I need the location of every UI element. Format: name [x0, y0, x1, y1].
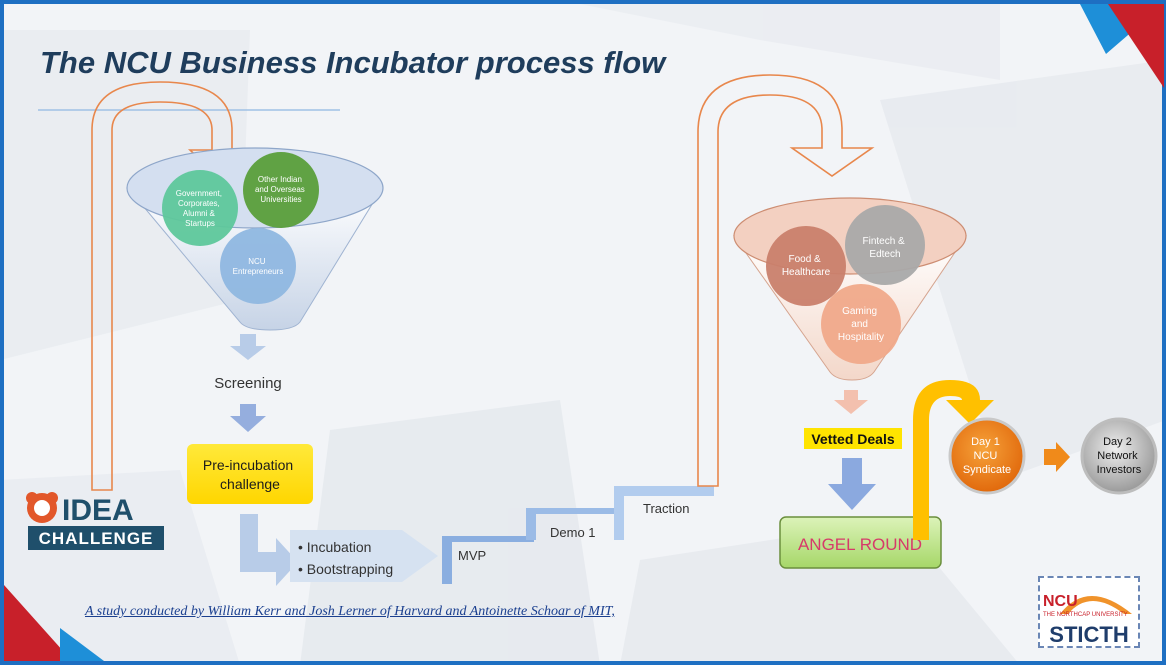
- idea-challenge-logo: IDEA CHALLENGE: [24, 486, 166, 552]
- day-arrow: [1044, 442, 1070, 472]
- day1-label: Day 1 NCU Syndicate: [963, 436, 1011, 476]
- page-title: The NCU Business Incubator process flow: [40, 45, 666, 80]
- step-traction: Traction: [643, 501, 689, 516]
- label-government-corporates: Government, Corporates, Alumni & Startup…: [176, 189, 224, 228]
- vetted-deals-label: Vetted Deals: [811, 431, 894, 447]
- pre-incubation-label: Pre-incubation challenge: [203, 457, 297, 492]
- idea-word: IDEA: [62, 494, 134, 527]
- label-fintech-edtech: Fintech & Edtech: [862, 236, 907, 260]
- right-loop-arrow: [697, 74, 875, 487]
- circle-government-corporates: [162, 170, 238, 246]
- sticth-word: STICTH: [1049, 622, 1128, 646]
- ncu-sticth-logo: NCU THE NORTHCAP UNIVERSITY STICTH: [1038, 576, 1140, 648]
- down-arrow-1: [230, 334, 266, 360]
- down-arrow-2: [230, 404, 266, 432]
- circle-other-universities: [243, 152, 319, 228]
- pre-incubation-box: [187, 444, 313, 504]
- challenge-word: CHALLENGE: [39, 529, 154, 548]
- incubation-list: • Incubation • Bootstrapping: [298, 539, 393, 577]
- study-link[interactable]: A study conducted by William Kerr and Jo…: [85, 604, 615, 619]
- right-funnel-circles: Food & Healthcare Fintech & Edtech Gamin…: [766, 205, 925, 364]
- corner-decoration-top-right-red: [1108, 4, 1164, 88]
- label-other-universities: Other Indian and Overseas Universities: [255, 175, 307, 204]
- circle-ncu-entrepreneurs: [220, 228, 296, 304]
- arc-icon: [1060, 596, 1132, 614]
- bent-arrow: [240, 514, 298, 586]
- vetted-deals-highlight: [804, 428, 902, 449]
- step-demo1: Demo 1: [550, 525, 596, 540]
- angel-round-label: ANGEL ROUND: [798, 535, 922, 554]
- step-mvp: MVP: [458, 548, 486, 563]
- corner-decoration-bottom-left-red: [4, 585, 72, 661]
- angel-round-box: [779, 516, 942, 569]
- circle-gaming-hospitality: [821, 284, 901, 364]
- lightbulb-icon: [26, 492, 58, 523]
- circle-food-healthcare: [766, 226, 846, 306]
- down-arrow-right: [834, 390, 868, 414]
- left-funnel-circles: Government, Corporates, Alumni & Startup…: [162, 152, 319, 304]
- staircase: [442, 486, 714, 584]
- day2-circle: [1080, 417, 1158, 495]
- ncu-subtitle: THE NORTHCAP UNIVERSITY: [1043, 612, 1128, 618]
- screening-label: Screening: [214, 375, 282, 392]
- label-ncu-entrepreneurs: NCU Entrepreneurs: [233, 257, 284, 276]
- corner-decoration-bottom-left-blue: [60, 628, 104, 661]
- label-food-healthcare: Food & Healthcare: [782, 254, 831, 278]
- day2-label: Day 2 Network Investors: [1097, 436, 1142, 476]
- incubation-arrow: [290, 530, 438, 582]
- ncu-word: NCU: [1043, 593, 1078, 610]
- circle-fintech-edtech: [845, 205, 925, 285]
- day1-circle: [948, 417, 1026, 495]
- down-arrow-big: [828, 458, 876, 510]
- label-gaming-hospitality: Gaming and Hospitality: [838, 306, 884, 343]
